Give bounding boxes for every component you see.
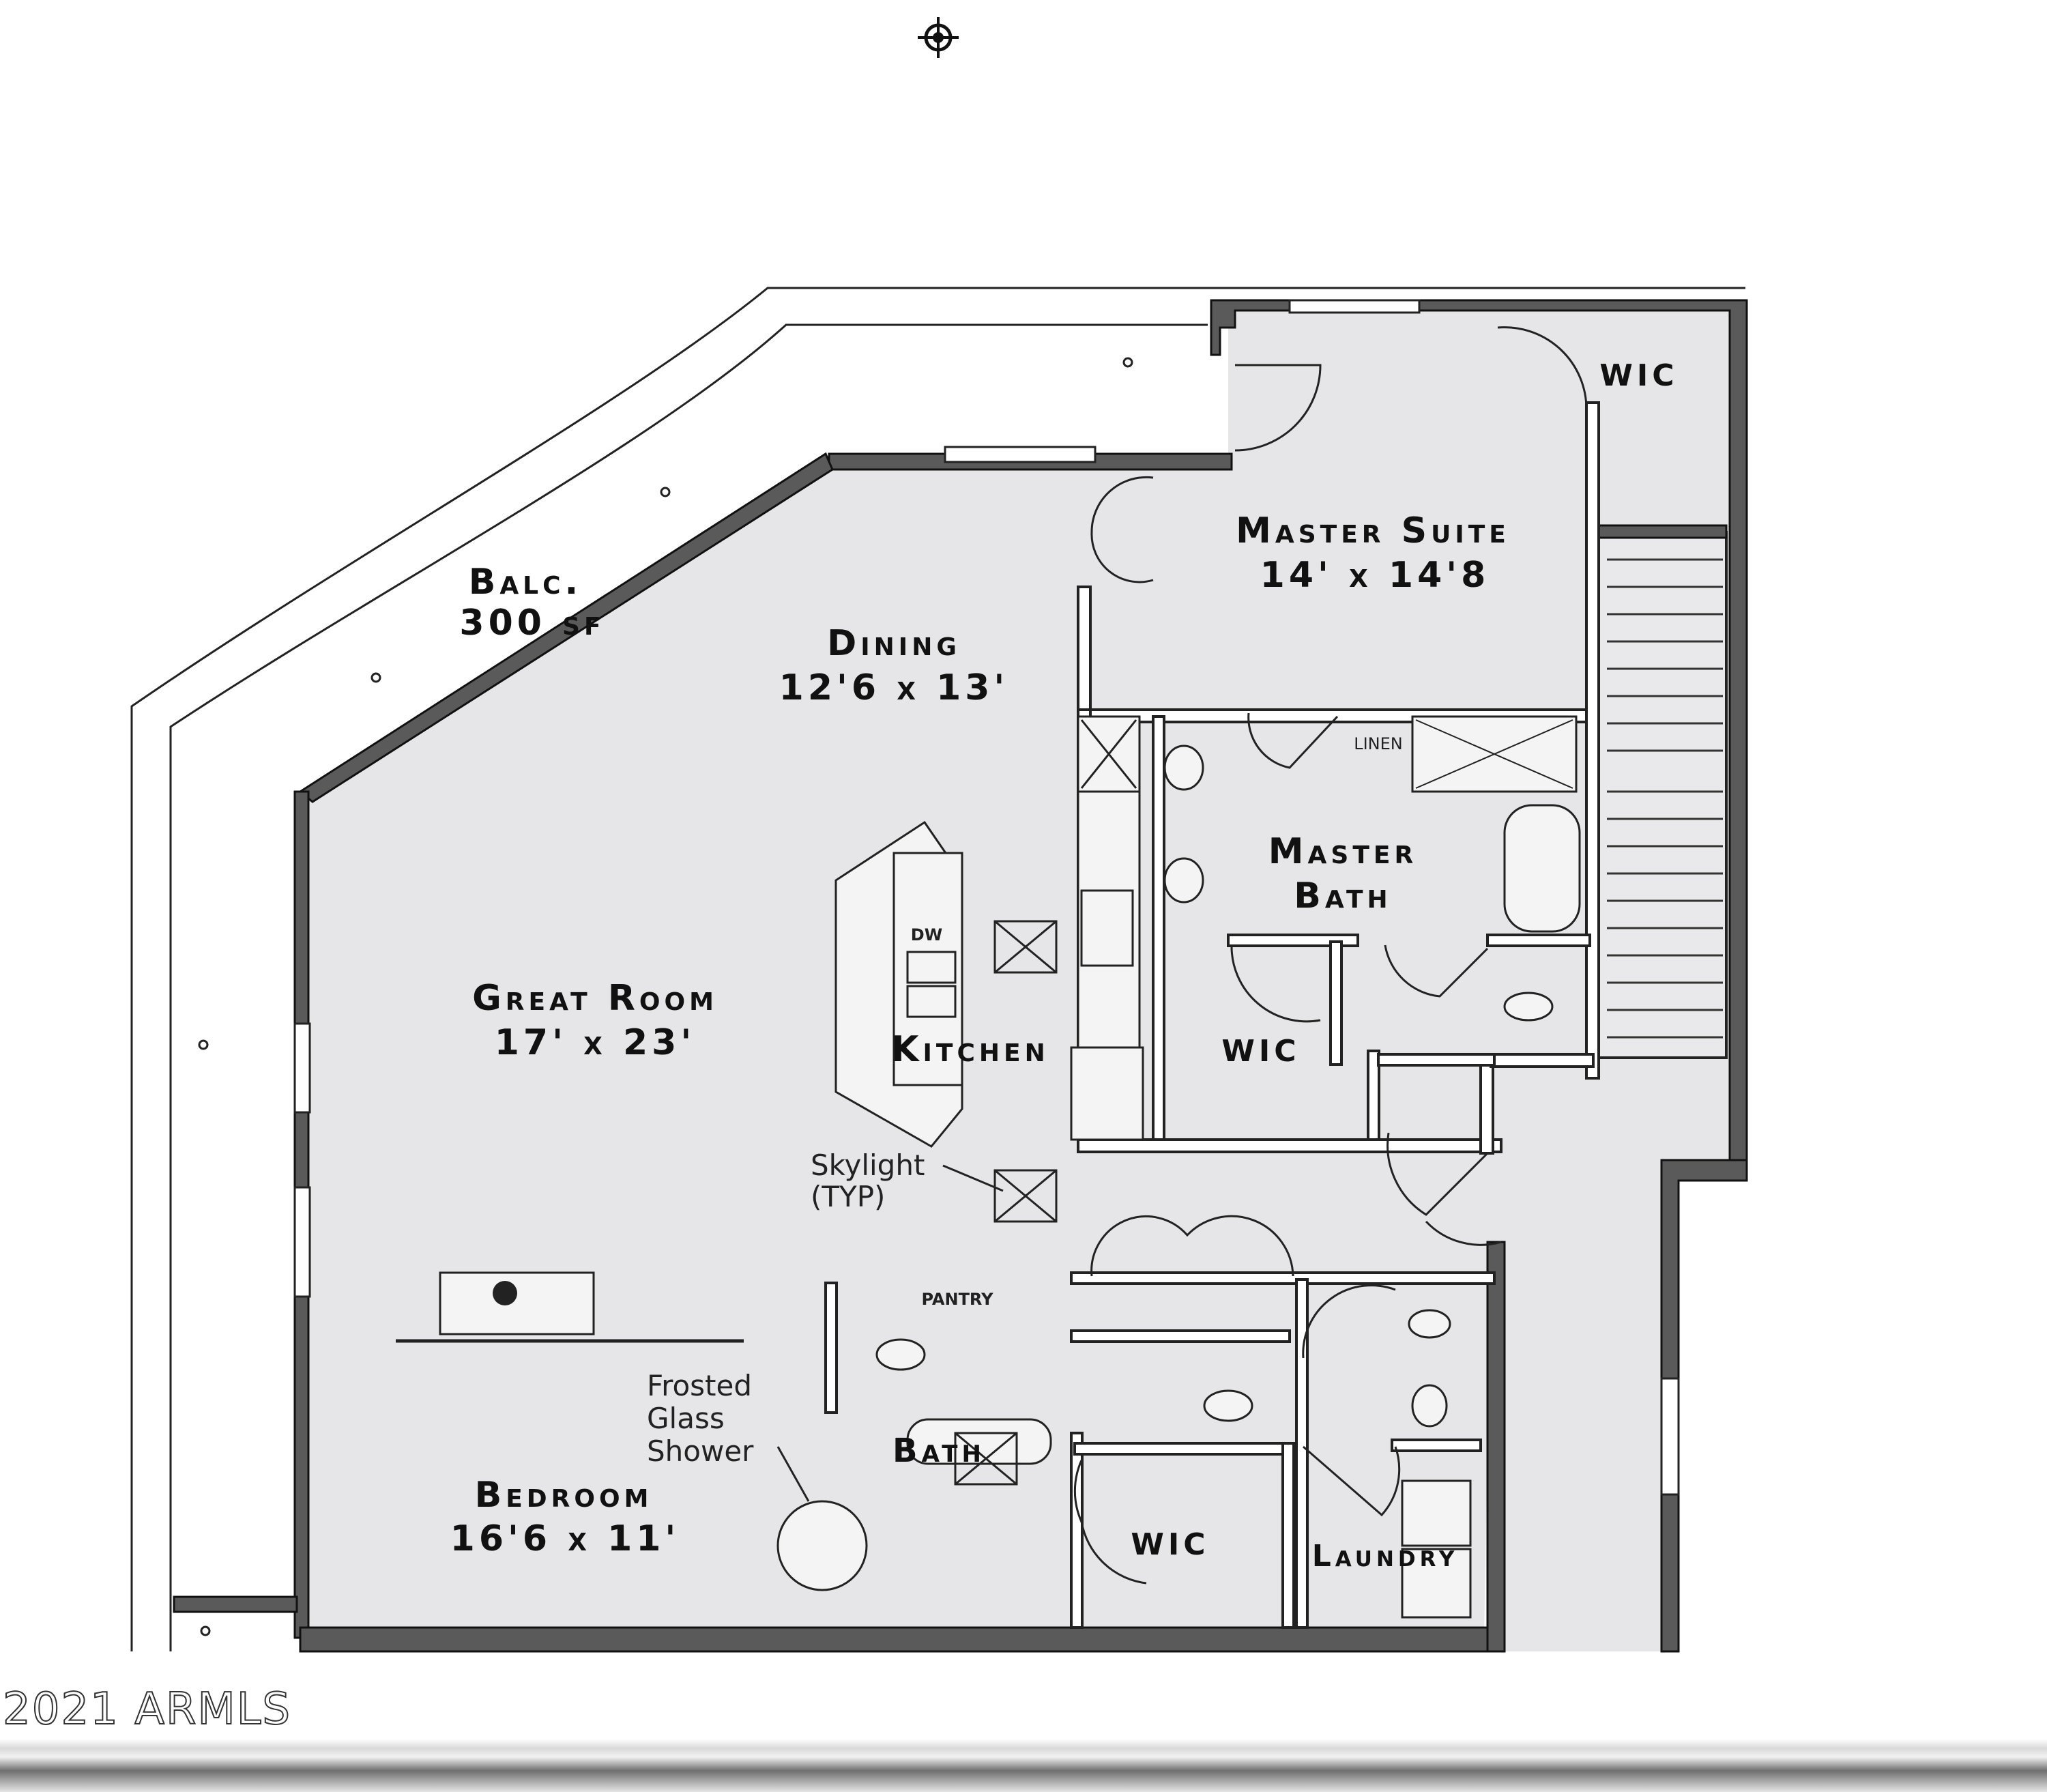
exterior-walls (173, 299, 1748, 1653)
fireplace-icon (396, 1271, 744, 1343)
interior-floor (300, 310, 1737, 1651)
skylight-note-2: (TYP) (811, 1180, 885, 1213)
great-room-label: Great Room (472, 978, 718, 1019)
staircase (1588, 524, 1728, 1059)
bath-label: Bath (892, 1432, 985, 1470)
master-wic-label: WIC (1599, 358, 1678, 393)
north-marker-icon (918, 17, 959, 58)
skylight-icons (942, 920, 1058, 1486)
balcony-size: 300 sf (459, 603, 605, 644)
linen-label: LINEN (1354, 734, 1403, 753)
copyright-watermark: 2021 ARMLS (2, 1683, 291, 1735)
balcony-outline (130, 287, 1745, 1651)
shower-note-1: Frosted (647, 1369, 752, 1402)
bath-fixtures (776, 715, 1581, 1619)
bottom-scan-band (0, 1739, 2047, 1792)
shower-note-3: Shower (647, 1434, 754, 1468)
windows (293, 299, 1680, 1496)
great-room-size: 17' x 23' (495, 1022, 696, 1063)
skylight-note-1: Skylight (811, 1148, 925, 1182)
shower-note-2: Glass (647, 1402, 725, 1435)
laundry-label: Laundry (1312, 1539, 1459, 1574)
stair-treads (1607, 558, 1723, 1039)
dining-label: Dining (827, 623, 961, 664)
master-bath-label-2: Bath (1294, 876, 1391, 916)
bedroom-label: Bedroom (475, 1475, 653, 1516)
kitchen-label: Kitchen (891, 1029, 1049, 1070)
dining-size: 12'6 x 13' (779, 667, 1009, 708)
wic-bedroom-label: WIC (1131, 1527, 1209, 1562)
wic-center-label: WIC (1221, 1034, 1300, 1069)
master-suite-label: Master Suite (1236, 510, 1510, 551)
shower-leader (776, 1446, 810, 1502)
dw-label: DW (911, 925, 942, 944)
master-bath-label: Master (1268, 831, 1417, 872)
pantry-label: PANTRY (922, 1290, 994, 1309)
bedroom-size: 16'6 x 11' (450, 1518, 680, 1559)
kitchen-counters (834, 715, 1144, 1148)
master-suite-size: 14' x 14'8 (1260, 555, 1490, 596)
interior-walls (824, 401, 1600, 1629)
door-swings (1073, 326, 1588, 1585)
balcony-label: Balc. (469, 562, 583, 603)
